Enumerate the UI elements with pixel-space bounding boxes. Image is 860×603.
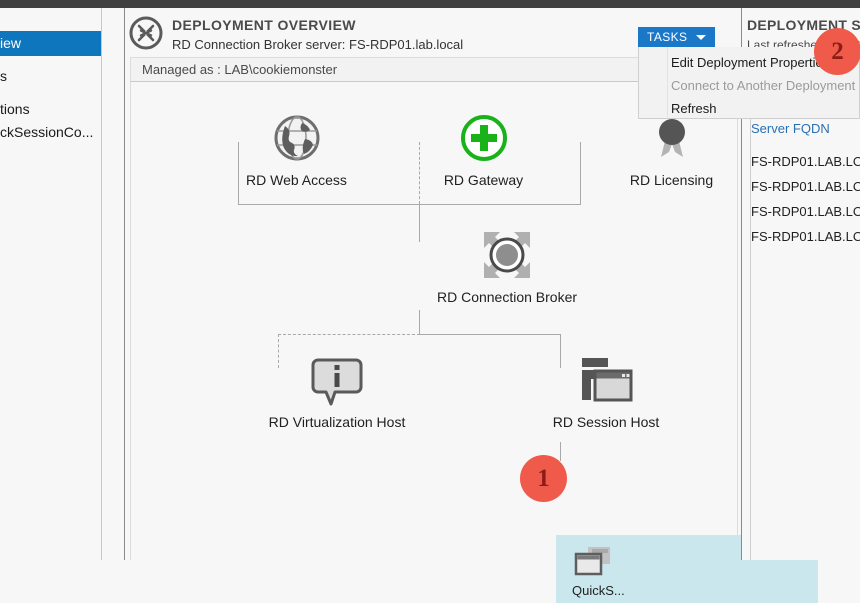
sidebar-item-overview[interactable]: iew xyxy=(0,31,101,56)
sidebar-gutter xyxy=(102,8,125,560)
node-rd-session-host[interactable]: RD Session Host xyxy=(451,352,761,430)
window-title-bar xyxy=(0,0,860,8)
node-label: RD Virtualization Host xyxy=(182,414,492,430)
table-row[interactable]: FS-RDP01.LAB.LOCAL xyxy=(751,154,860,169)
globe-icon xyxy=(189,110,404,166)
connector-broker-down xyxy=(419,310,420,335)
node-rd-connection-broker[interactable]: RD Connection Broker xyxy=(317,227,697,305)
page-title: DEPLOYMENT OVERVIEW xyxy=(172,17,356,33)
sidebar-item-quicksessioncollection[interactable]: ckSessionCo... xyxy=(0,120,101,145)
annotation-badge-1: 1 xyxy=(520,455,567,502)
panel-inner-divider xyxy=(750,98,751,560)
sidebar-item-label: ckSessionCo... xyxy=(0,124,93,140)
deployment-diagram-canvas: RD Web Access RD Gateway xyxy=(130,82,738,560)
sidebar-item-label: tions xyxy=(0,101,30,117)
menu-item-refresh[interactable]: Refresh xyxy=(671,98,859,120)
menu-item-connect-to-another-deployment: Connect to Another Deployment xyxy=(671,75,859,97)
sidebar-item-label: s xyxy=(0,68,7,84)
deployment-overview-screen: iew s tions ckSessionCo... DEPLOYMENT OV… xyxy=(0,0,860,560)
deployment-overview-icon xyxy=(129,16,163,50)
sidebar-item-servers[interactable]: s xyxy=(0,64,101,89)
connector-top-bus xyxy=(238,204,581,205)
green-plus-circle-icon xyxy=(376,110,591,166)
node-rd-web-access[interactable]: RD Web Access xyxy=(189,110,404,188)
two-windows-icon xyxy=(574,545,618,579)
broker-arrows-circle-icon xyxy=(317,227,697,283)
table-row[interactable]: FS-RDP01.LAB.LOCAL xyxy=(751,204,860,219)
node-rd-gateway[interactable]: RD Gateway xyxy=(376,110,591,188)
column-header-server-fqdn[interactable]: Server FQDN xyxy=(751,121,830,136)
connector-lower-bus-right xyxy=(419,334,561,335)
collection-tile-label: QuickS... xyxy=(572,583,625,598)
node-rd-virtualization-host[interactable]: RD Virtualization Host xyxy=(182,352,492,430)
chevron-down-icon xyxy=(696,35,706,40)
node-label: RD Connection Broker xyxy=(317,289,697,305)
connector-lower-bus-left-dashed xyxy=(278,334,420,335)
annotation-badge-2: 2 xyxy=(814,28,860,75)
tasks-button-label: TASKS xyxy=(647,30,687,44)
sidebar-item-label: iew xyxy=(0,35,21,51)
page-subtitle: RD Connection Broker server: FS-RDP01.la… xyxy=(172,37,463,52)
server-window-icon xyxy=(451,352,761,408)
node-label: RD Web Access xyxy=(189,172,404,188)
info-speech-bubble-icon xyxy=(182,352,492,408)
table-row[interactable]: FS-RDP01.LAB.LOCAL xyxy=(751,229,860,244)
table-row[interactable]: FS-RDP01.LAB.LOCAL xyxy=(751,179,860,194)
navigation-sidebar: iew s tions ckSessionCo... xyxy=(0,8,102,560)
tasks-button[interactable]: TASKS xyxy=(638,27,715,47)
node-label: RD Gateway xyxy=(376,172,591,188)
sidebar-item-collections[interactable]: tions xyxy=(0,97,101,122)
connector-session-host-to-tile xyxy=(560,442,561,461)
node-label: RD Session Host xyxy=(451,414,761,430)
menu-icon-strip xyxy=(639,47,668,117)
